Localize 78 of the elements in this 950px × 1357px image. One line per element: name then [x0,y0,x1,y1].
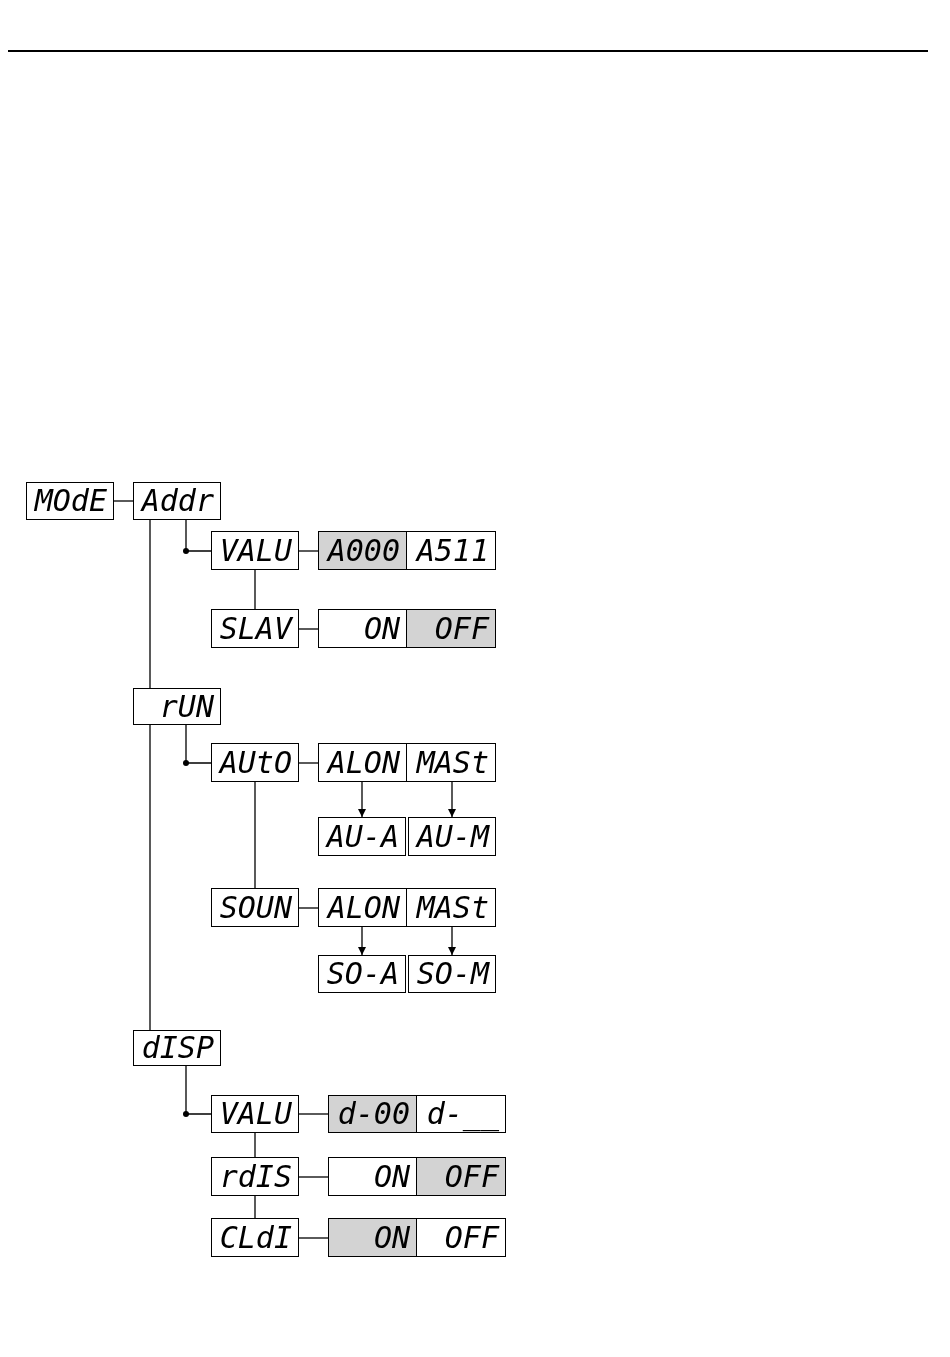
display-text: ON [373,1161,410,1192]
display-text: SOUN [219,892,292,923]
display-text: Addr [141,486,214,516]
display-box [408,817,496,856]
arrow [448,781,456,818]
arrow [358,781,366,818]
display-box [406,531,496,570]
connector-line [298,1237,329,1239]
arrow [448,926,456,956]
display-box [318,955,406,993]
selected-display-box [318,531,407,570]
display-text: rUN [159,691,214,722]
display-box [26,482,114,520]
connector-line [185,519,212,552]
connector-line [254,569,256,610]
connector-line [185,724,212,764]
display-text: AUtO [219,747,292,778]
display-box [211,743,299,782]
display-text: ALON [327,892,400,923]
display-box [211,609,299,648]
display-box [211,1095,299,1133]
display-text: rdIS [219,1161,292,1192]
display-box [408,955,496,993]
display-box [133,1030,221,1066]
display-text: VALU [219,1099,292,1129]
display-text: A511 [416,535,489,566]
display-text: dISP [141,1033,214,1063]
display-text: A000 [327,535,400,566]
display-box [318,743,407,782]
connector-line [254,1195,256,1219]
display-box [133,482,221,520]
display-box [211,531,299,570]
display-box [211,1218,299,1257]
arrow [358,926,366,956]
display-text: SLAV [219,613,292,644]
display-text: OFF [434,613,489,644]
display-text: MASt [416,892,489,923]
display-text: d-00 [337,1099,410,1129]
connector-line [254,781,256,889]
selected-display-box [406,609,496,648]
connector-line [298,628,319,630]
connector-line [298,550,319,552]
connector-line [298,907,319,909]
display-box [406,743,496,782]
display-text: SO-A [326,959,399,989]
display-text: ON [373,1222,410,1253]
display-text: MOdE [34,486,107,516]
display-text: ALON [327,747,400,778]
display-box [416,1218,506,1257]
display-text: CLdI [219,1222,292,1253]
connector-line [298,1176,329,1178]
display-box [416,1095,506,1133]
connector-line [298,1113,329,1115]
selected-display-box [328,1218,417,1257]
connector-line [298,762,319,764]
display-box [318,888,407,927]
display-text: OFF [444,1161,499,1192]
connector-line [254,1132,256,1158]
display-box [133,688,221,725]
selected-display-box [328,1095,417,1133]
connector-line [185,1065,212,1115]
display-text: MASt [416,747,489,778]
display-box [211,1157,299,1196]
display-box [328,1157,417,1196]
display-box [318,817,406,856]
connector-line [149,519,151,689]
display-text: VALU [219,535,292,566]
display-box [406,888,496,927]
display-box [211,888,299,927]
selected-display-box [416,1157,506,1196]
display-text: OFF [444,1222,499,1253]
connector-line [149,724,151,1031]
display-text: SO-M [416,959,489,989]
display-text: ON [363,613,400,644]
display-box [318,609,407,648]
display-text: AU-A [326,821,399,852]
connector-line [113,500,134,502]
display-text: AU-M [416,821,489,852]
